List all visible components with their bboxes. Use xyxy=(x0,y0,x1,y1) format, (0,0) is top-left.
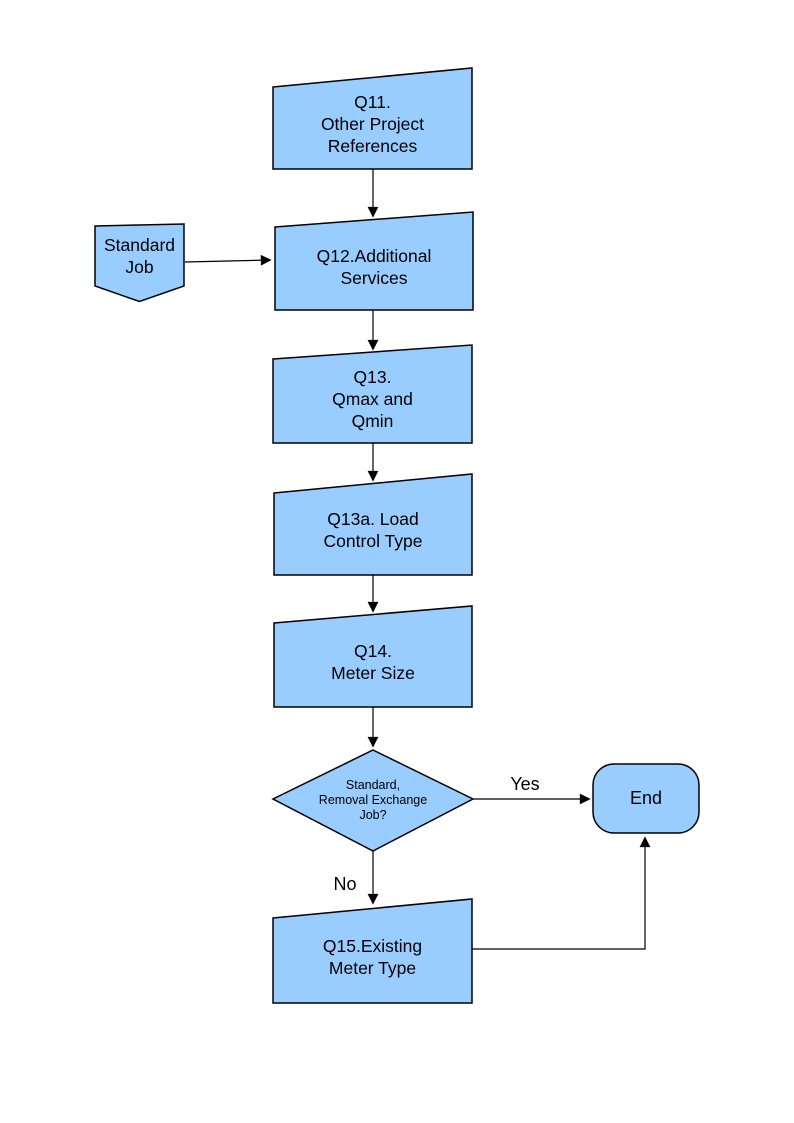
q14-shape xyxy=(273,605,473,708)
end-terminator-shape xyxy=(592,763,700,834)
standard-job-shape xyxy=(94,223,185,303)
q11-shape xyxy=(272,67,473,170)
decision-diamond-shape xyxy=(271,749,475,852)
q13a-shape xyxy=(273,473,473,576)
q12-shape xyxy=(274,211,474,311)
edge-q15-to-end xyxy=(472,836,651,950)
q13-shape xyxy=(272,344,473,444)
q15-shape xyxy=(272,898,473,1004)
edge-standardjob-to-q12 xyxy=(184,254,272,266)
